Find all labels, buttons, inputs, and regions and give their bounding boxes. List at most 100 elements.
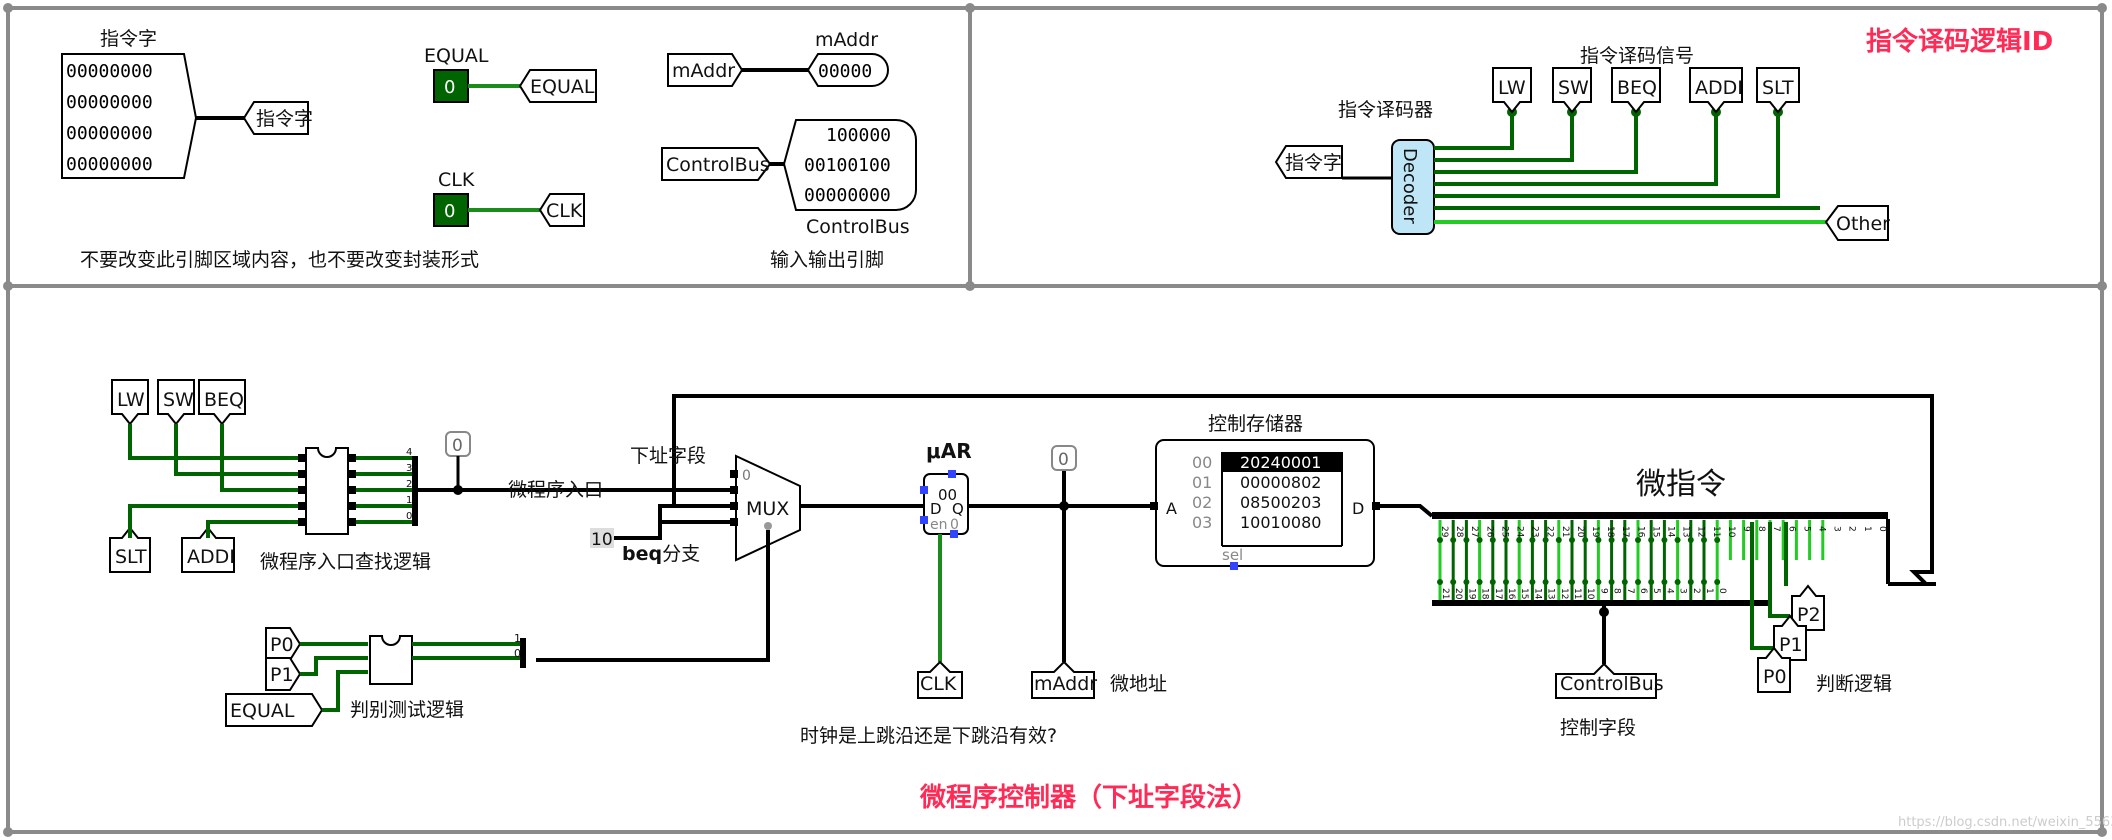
micro-split-dot-bottom [1450,579,1457,585]
mux-pin-0: 0 [742,468,751,484]
micro-split-dot-top [1595,537,1602,543]
cbus-bits-row-2: 00100100 [804,155,891,176]
p-signal-wires [1750,522,1790,650]
micro-split-dot-top [1674,537,1681,543]
priority-bit-1: 1 [406,495,412,506]
uar-en-label: en [930,517,948,533]
pin-area-note: 不要改变此引脚区域内容，也不要改变封装形式 [80,249,479,271]
watermark: https://blog.csdn.net/weixin_55637037 [1898,815,2112,830]
micro-split-dot-bottom [1582,579,1589,585]
rom-value-02: 08500203 [1240,493,1321,512]
clk-bottom-label: CLK [920,673,957,695]
micro-hi-bit-11: 11 [1711,526,1721,537]
probe-entry-dot [453,485,463,495]
micro-split-dot-top [1635,537,1641,543]
micro-hi-bit-19: 19 [1590,526,1600,538]
rom-addr-03: 03 [1192,513,1212,532]
micro-hi-bit-24: 24 [1515,526,1525,538]
priority-input-addi: ADDI [181,526,235,573]
mux-label: MUX [746,498,789,520]
priority-input-beq-label: BEQ [204,389,244,411]
micro-hi-bit-16: 16 [1635,526,1645,538]
micro-hi-bit-20: 20 [1575,526,1585,538]
micro-lo-bit-1: 1 [1704,588,1714,594]
micro-split-dot-top [1714,537,1721,543]
maddr-output-pin: 00000 [806,53,889,87]
decoder-output-sw-label: SW [1558,77,1589,99]
equal-input-pin[interactable]: 0 [433,69,469,103]
clk-input-pin[interactable]: 0 [433,193,469,227]
maddr-bottom-tunnel: mAddr [1031,660,1097,699]
rom-value-03: 10010080 [1240,513,1321,532]
micro-split-dot-bottom [1569,579,1575,585]
cbus-input-tunnel: ControlBus [661,147,772,181]
micro-lo-bit-18: 18 [1480,588,1490,600]
micro-split-dot-bottom [1621,579,1628,585]
instr-tunnel-label: 指令字 [256,108,313,130]
micro-hi-bit-28: 28 [1454,526,1464,538]
micro-hi-bit-13: 13 [1681,526,1691,537]
entry-label: 微程序入口 [508,479,603,501]
micro-hi-bit-27: 27 [1469,526,1479,537]
clk-pin-label: CLK [438,169,475,191]
micro-split-dot-top [1608,537,1615,543]
maddr-probe-label: mAddr [815,29,878,51]
micro-hi-bit-22: 22 [1545,526,1555,537]
judge-bit-1: 1 [514,632,521,645]
probe-uar-value: 0 [1058,450,1069,470]
clk-tunnel: CLK [538,193,585,227]
clk-tunnel-label: CLK [546,200,583,222]
probe-entry-value: 0 [452,436,463,456]
judge-input-label: EQUAL [230,700,295,722]
priority-bit-3: 3 [406,463,412,474]
cbus-bits-row-3: 00000000 [804,185,891,206]
judge-logic-label: 判别测试逻辑 [350,699,464,721]
micro-hi-bit-8: 8 [1756,526,1766,532]
control-store-title: 控制存储器 [1208,413,1303,435]
decoder-label: Decoder [1399,148,1420,224]
priority-input-beq: BEQ [198,379,246,426]
micro-split-dot-top [1555,537,1562,543]
micro-lo-bit-7: 7 [1625,588,1635,594]
micro-hi-bit-17: 17 [1620,526,1630,537]
decoder: Decoder [1391,139,1435,235]
micro-hi-bit-25: 25 [1499,526,1509,537]
priority-input-slt-label: SLT [115,546,147,568]
micro-lo-bit-16: 16 [1506,588,1516,600]
judge-input-equal: EQUAL [225,693,324,727]
instr-input-pin[interactable]: 指令字 00000000 00000000 00000000 00000000 [61,28,198,179]
instr-bits-row-4: 00000000 [66,154,153,175]
p-tunnel-p0: P0 [1757,646,1791,693]
micro-split-dot-bottom [1476,579,1483,585]
priority-input-sw-label: SW [163,389,194,411]
micro-split-dot-top [1529,537,1536,543]
micro-hi-bit-9: 9 [1741,526,1751,532]
uar-register: 00 D Q en 0 [920,470,969,538]
cbus-input-label: ControlBus [666,154,770,176]
rom-sel-label: sel [1222,546,1243,564]
micro-lo-bit-9: 9 [1598,588,1608,594]
micro-split-dot-bottom [1701,579,1707,585]
judge-logic [369,635,413,685]
decoder-wire-dots [1507,107,1783,117]
priority-bit-0: 0 [406,511,412,522]
micro-hi-bit-5: 5 [1801,526,1811,532]
rom-addr-01: 01 [1192,473,1212,492]
micro-split-dot-bottom [1608,579,1615,585]
micro-split-dot-top [1701,537,1707,543]
micro-split-dot-top [1476,537,1483,543]
uar-en0-label: 0 [950,517,959,533]
micro-split-dot-bottom [1714,579,1721,585]
frame-corner-dots [3,3,2107,837]
priority-input-addi-label: ADDI [187,546,235,568]
decoder-output-slt: SLT [1756,67,1800,114]
p-tunnel-p1: P1 [1773,614,1807,661]
micro-split-dot-top [1516,537,1523,543]
micro-split-wires [1437,519,1936,600]
wire-mux-select [536,530,770,662]
micro-hi-bit-3: 3 [1832,526,1842,532]
micro-lo-bit-11: 11 [1572,588,1582,599]
